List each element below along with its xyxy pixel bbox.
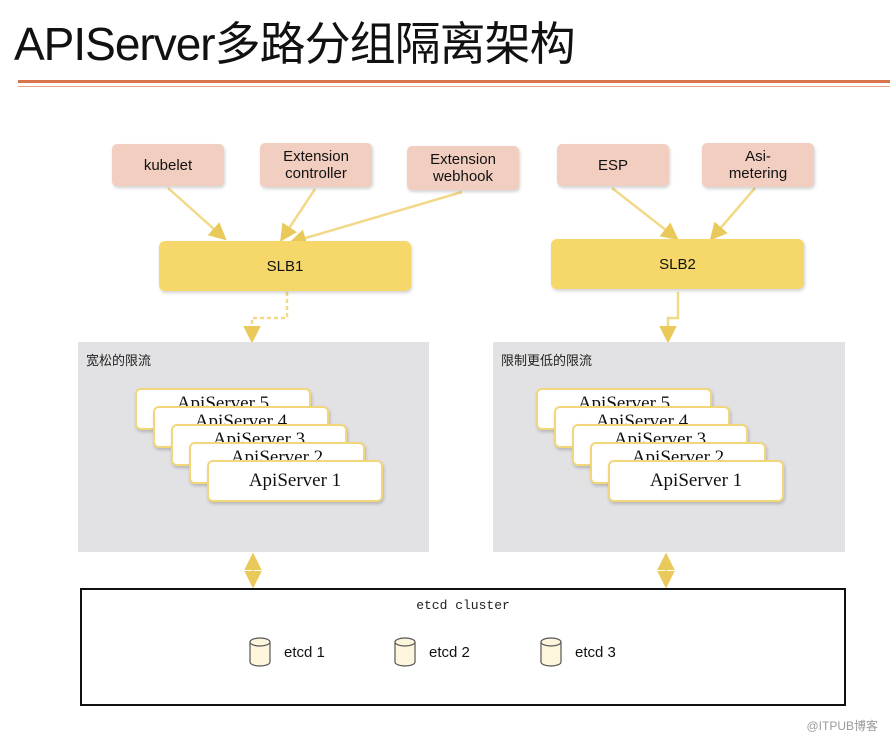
apiserver-card-front: ApiServer 1 <box>207 460 383 502</box>
page-title: APIServer多路分组隔离架构 <box>14 18 576 70</box>
zone-relaxed-label: 宽松的限流 <box>86 353 152 368</box>
client-extension-webhook: Extension webhook <box>407 146 519 190</box>
watermark: @ITPUB博客 <box>806 719 878 733</box>
zone-strict: 限制更低的限流 ApiServer 5 ApiServer 4 ApiServe… <box>493 342 845 552</box>
etcd-node: etcd 1 <box>248 636 325 668</box>
slb2: SLB2 <box>551 239 804 289</box>
arrow-kubelet-slb1 <box>167 187 227 241</box>
etcd-cluster-label: etcd cluster <box>416 598 510 613</box>
arrow-controller-slb1 <box>280 188 317 242</box>
database-icon <box>540 637 562 667</box>
client-kubelet: kubelet <box>112 144 224 186</box>
arrow-asimetering-slb2 <box>709 187 756 241</box>
arrow-slb1-zone <box>243 292 289 344</box>
title-underline-thin <box>18 86 890 87</box>
database-icon <box>394 637 416 667</box>
zone-relaxed: 宽松的限流 ApiServer 5 ApiServer 4 ApiServer … <box>78 342 429 552</box>
client-esp: ESP <box>557 144 669 186</box>
client-extension-controller: Extension controller <box>260 143 372 187</box>
etcd-node-label: etcd 3 <box>575 643 616 661</box>
zone-strict-label: 限制更低的限流 <box>501 353 593 368</box>
client-asi-metering: Asi- metering <box>702 143 814 187</box>
slb1: SLB1 <box>159 241 411 291</box>
etcd-node-label: etcd 2 <box>429 643 470 661</box>
etcd-node-label: etcd 1 <box>284 643 325 661</box>
arrow-esp-slb2 <box>611 187 679 241</box>
etcd-cluster: etcd cluster etcd 1 etcd 2 etcd 3 <box>80 588 846 706</box>
arrow-slb2-zone <box>659 292 680 344</box>
title-underline <box>18 80 890 83</box>
etcd-node: etcd 3 <box>539 636 616 668</box>
database-icon <box>249 637 271 667</box>
arrow-webhook-slb1 <box>288 190 463 247</box>
apiserver-card-front: ApiServer 1 <box>608 460 784 502</box>
etcd-node: etcd 2 <box>393 636 470 668</box>
